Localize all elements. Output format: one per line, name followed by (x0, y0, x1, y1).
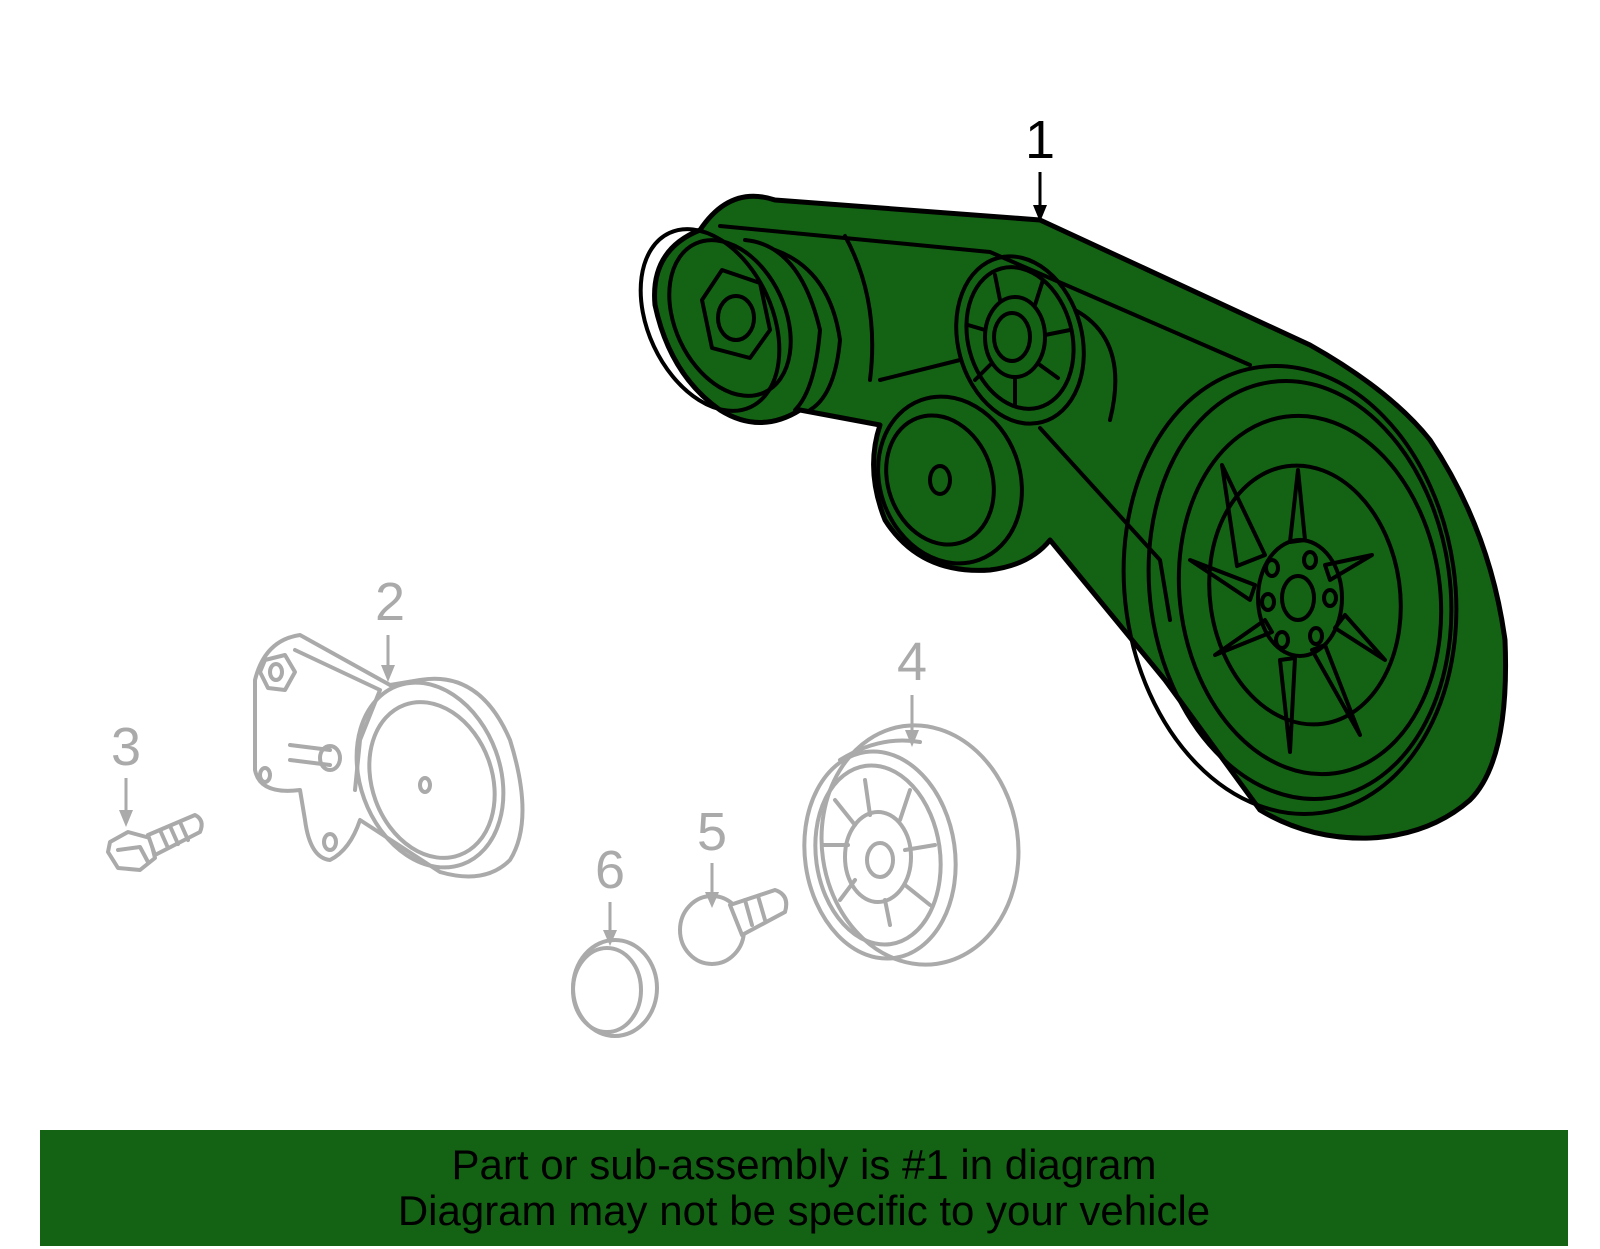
banner-line-2: Diagram may not be specific to your vehi… (397, 1187, 1211, 1234)
callout-3-number: 3 (111, 717, 141, 777)
part-5-bolt[interactable] (678, 888, 789, 966)
info-banner: Part or sub-assembly is #1 in diagram Di… (40, 1130, 1568, 1246)
part-6-cap[interactable] (571, 938, 659, 1038)
callout-4: 4 (897, 632, 927, 747)
part-1-tensioner-assembly[interactable] (613, 193, 1509, 841)
callout-6: 6 (595, 840, 625, 946)
part-4-idler-pulley[interactable] (791, 713, 1033, 978)
part-3-bolt[interactable] (106, 813, 204, 872)
callout-1: 1 (1025, 110, 1055, 222)
callout-1-number: 1 (1025, 110, 1055, 170)
callout-2-number: 2 (375, 572, 405, 632)
callout-2: 2 (375, 572, 405, 682)
callout-5-number: 5 (697, 802, 727, 862)
callout-5: 5 (697, 802, 727, 908)
callout-4-number: 4 (897, 632, 927, 692)
part-2-tensioner[interactable] (253, 633, 528, 888)
callout-6-number: 6 (595, 840, 625, 900)
callout-3: 3 (111, 717, 141, 827)
banner-line-1: Part or sub-assembly is #1 in diagram (451, 1141, 1157, 1188)
